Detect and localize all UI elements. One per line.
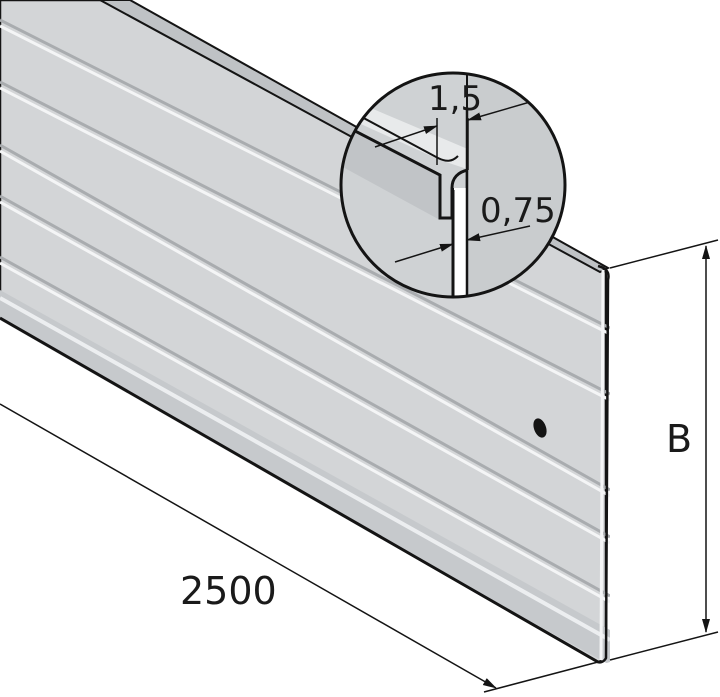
- length-label: 2500: [180, 569, 277, 613]
- height-dimension: B: [609, 239, 719, 661]
- panel-right-edge: [597, 264, 610, 664]
- detail-circle-outline: [339, 71, 567, 299]
- detail-magnifier: 1,5 0,75: [339, 71, 567, 299]
- height-label: B: [666, 417, 692, 461]
- thickness-sheet-label: 0,75: [480, 191, 556, 231]
- mounting-hole: [533, 418, 547, 438]
- length-dimension: 2500: [0, 403, 599, 693]
- thickness-top-label: 1,5: [428, 79, 482, 119]
